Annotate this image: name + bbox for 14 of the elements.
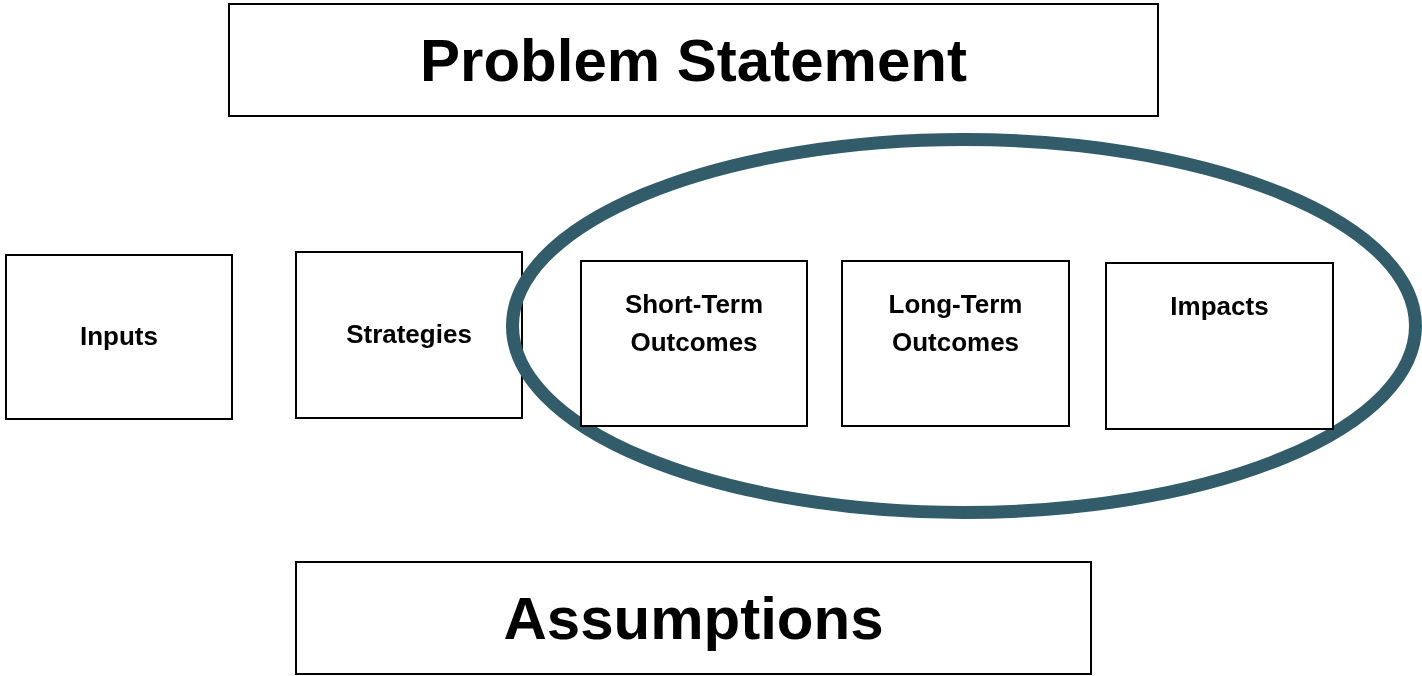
- box-label: Inputs: [80, 320, 158, 354]
- label-box: [295, 561, 1092, 675]
- label-box: [295, 251, 523, 419]
- box-label: Impacts: [1170, 290, 1269, 323]
- box-label: Strategies: [346, 318, 472, 352]
- box-label: Long-Term Outcomes: [887, 288, 1024, 359]
- label-box: [228, 3, 1159, 117]
- box-label: Short-Term Outcomes: [623, 288, 765, 359]
- label-box: [841, 260, 1070, 427]
- label-box: [5, 254, 233, 420]
- label-box: [1105, 262, 1334, 430]
- label-box: [580, 260, 808, 427]
- box-label: Assumptions: [503, 583, 884, 654]
- box-label: Problem Statement: [420, 25, 967, 96]
